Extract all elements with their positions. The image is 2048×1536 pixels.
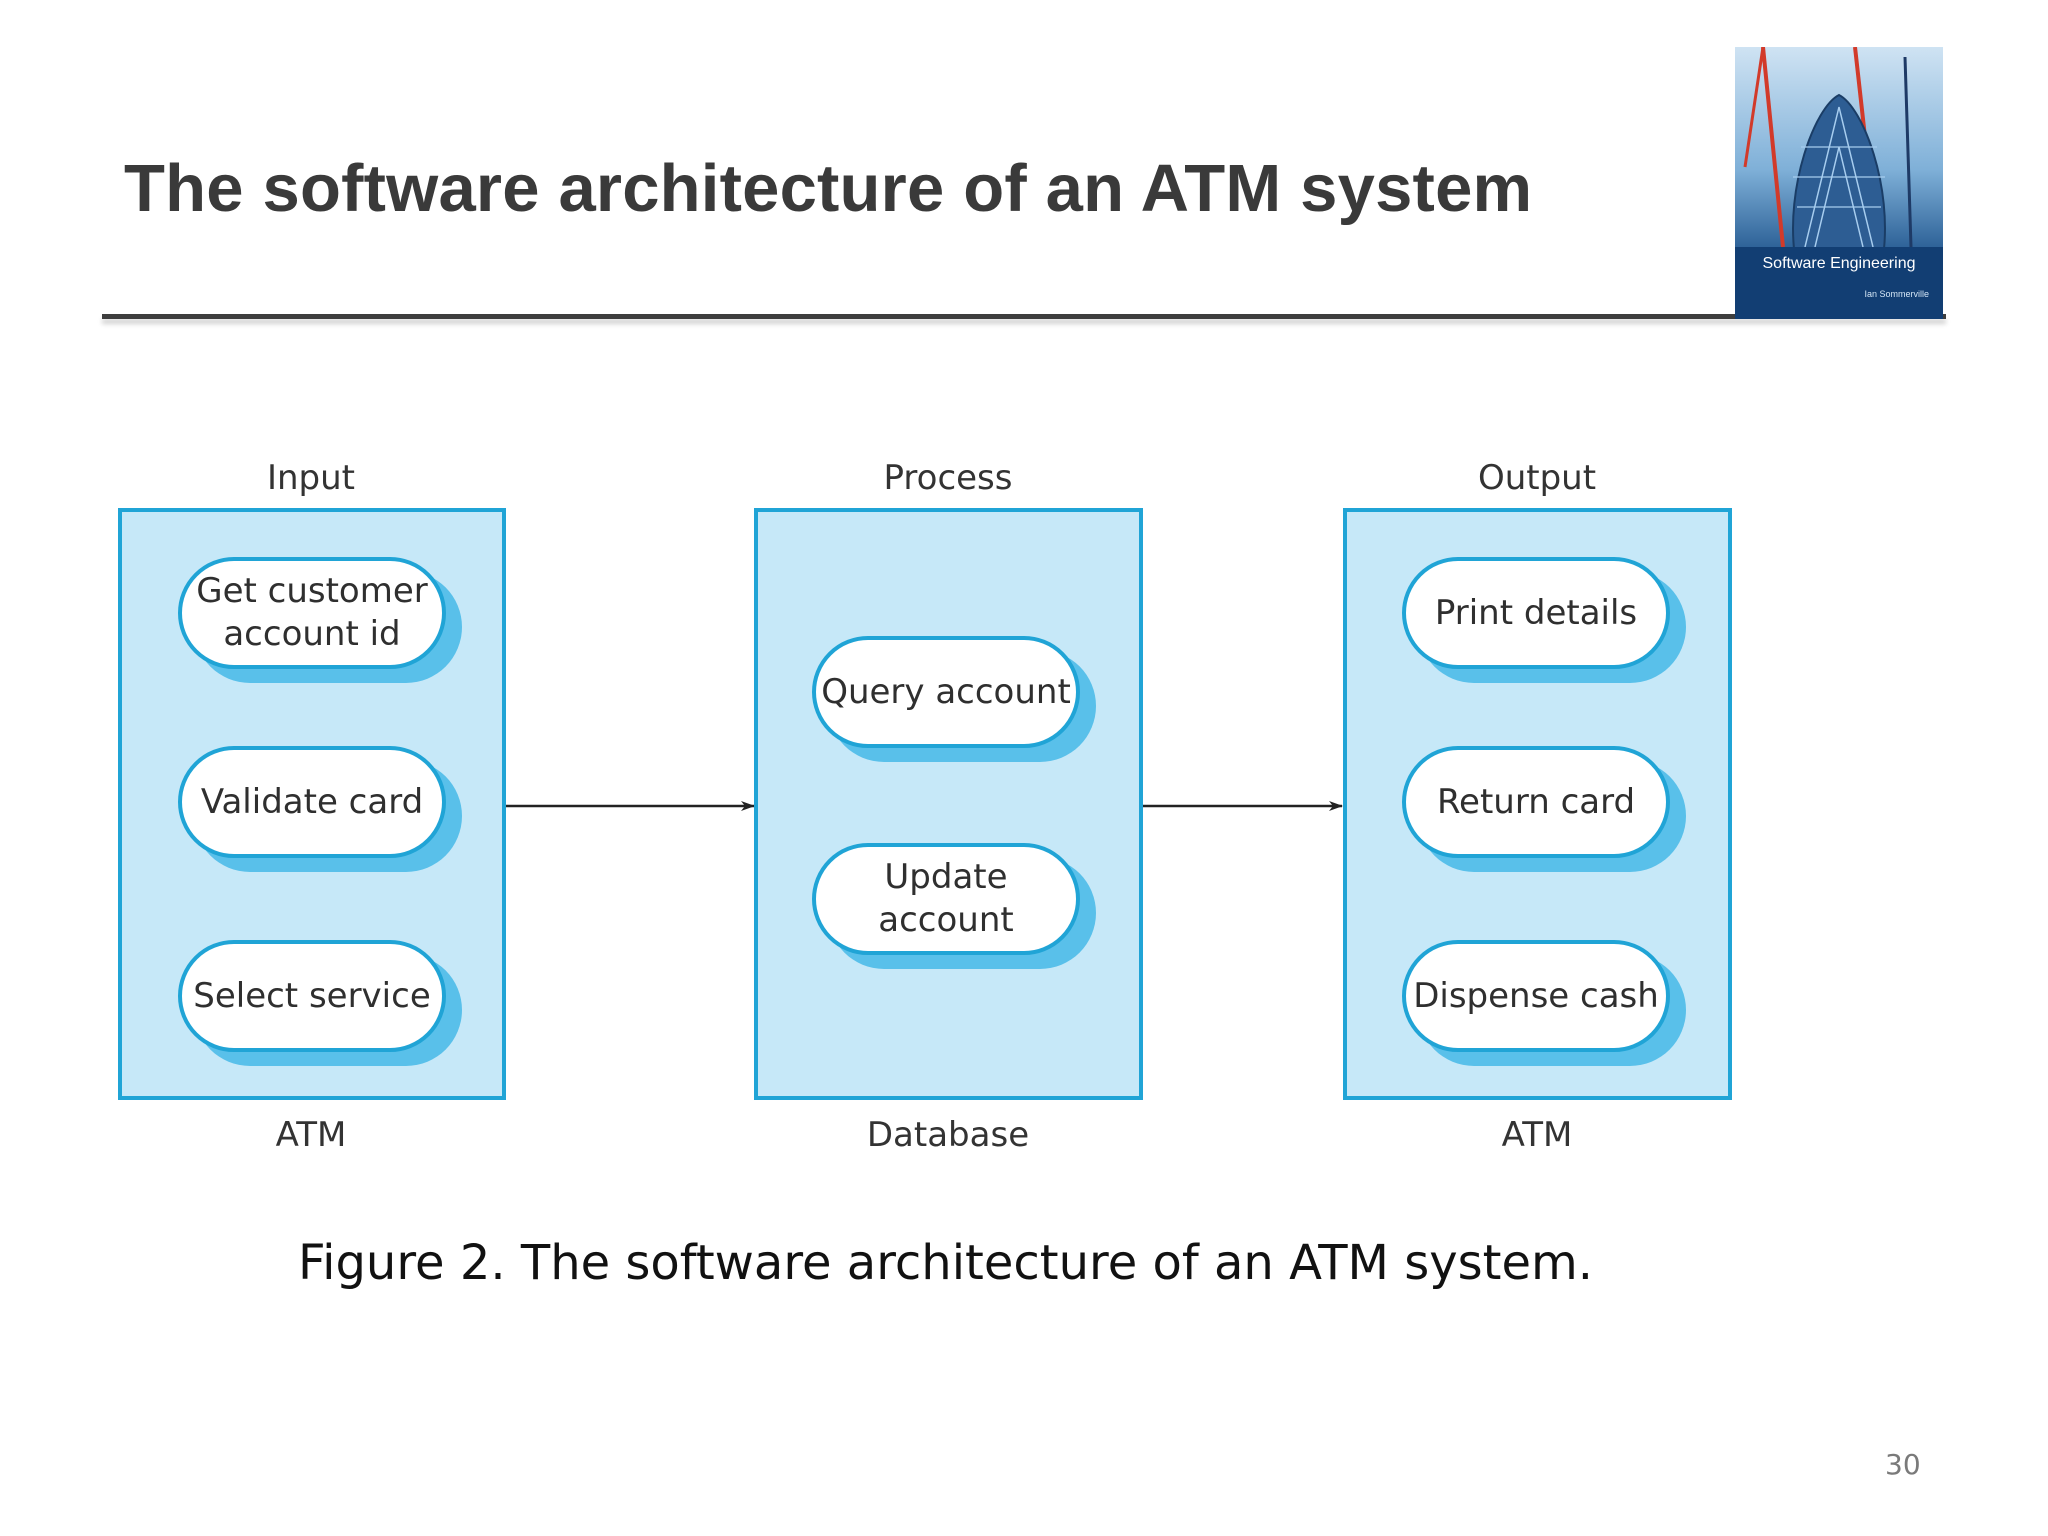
gherkin-building-illustration — [1735, 47, 1943, 319]
book-cover-author: Ian Sommerville — [1864, 289, 1929, 299]
book-cover-title: Software Engineering — [1762, 255, 1916, 272]
page-number: 30 — [1885, 1448, 1921, 1481]
slide-title: The software architecture of an ATM syst… — [124, 151, 1533, 226]
input-platform-label: ATM — [275, 1115, 347, 1155]
function-print-details: Print details — [1402, 557, 1670, 669]
book-cover-image: Software Engineering Ian Sommerville — [1735, 47, 1943, 319]
function-update-account: Update account — [812, 843, 1080, 955]
output-platform-label: ATM — [1501, 1115, 1573, 1155]
input-stage-label: Input — [266, 458, 356, 498]
function-return-card: Return card — [1402, 746, 1670, 858]
function-dispense-cash: Dispense cash — [1402, 940, 1670, 1052]
process-component-box — [754, 508, 1143, 1100]
process-platform-label: Database — [866, 1115, 1030, 1155]
title-underline — [102, 314, 1946, 319]
function-query-account: Query account — [812, 636, 1080, 748]
function-get-customer-account-id: Get customer account id — [178, 557, 446, 669]
output-stage-label: Output — [1477, 458, 1597, 498]
function-validate-card: Validate card — [178, 746, 446, 858]
figure-caption: Figure 2. The software architecture of a… — [298, 1235, 1593, 1291]
process-stage-label: Process — [883, 458, 1013, 498]
function-select-service: Select service — [178, 940, 446, 1052]
